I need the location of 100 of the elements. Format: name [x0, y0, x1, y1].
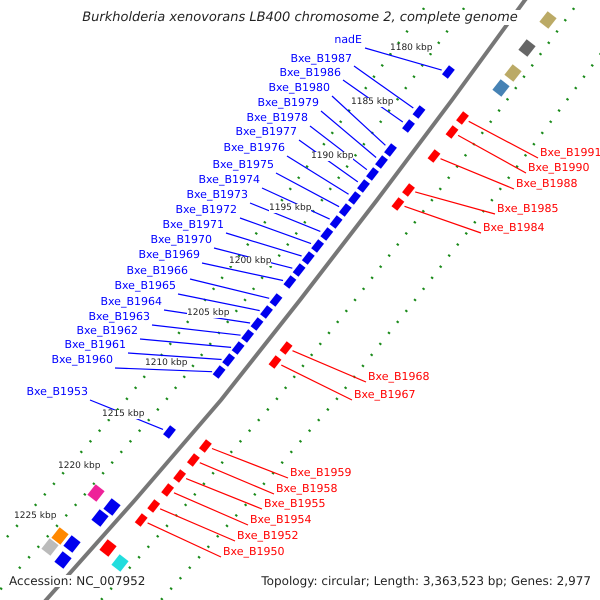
gene-label: Bxe_B1959 [290, 467, 352, 478]
gene-label: Bxe_B1985 [497, 203, 559, 214]
gene-block [426, 148, 442, 164]
gene-label: Bxe_B1958 [276, 483, 338, 494]
leader-line [286, 156, 349, 195]
gene-block [338, 202, 353, 218]
gene-block [240, 328, 255, 344]
leader-line [281, 364, 352, 401]
gene-block [356, 178, 371, 194]
leader-line [332, 96, 386, 146]
gene-block [230, 340, 246, 356]
gene-block [310, 238, 325, 254]
gene-block [268, 292, 284, 308]
gene-label: Bxe_B1976 [223, 142, 285, 153]
gene-label: Bxe_B1968 [368, 371, 430, 382]
gene-block [278, 340, 294, 356]
gene-block [212, 364, 226, 380]
scale-label: 1185 kbp [351, 98, 394, 107]
gene-block [198, 438, 213, 454]
scale-label: 1195 kbp [269, 204, 312, 213]
leader-line [202, 262, 284, 282]
gene-label: Bxe_B1990 [528, 162, 590, 173]
gene-label: Bxe_B1970 [150, 234, 212, 245]
gene-block [250, 316, 264, 332]
leader-line [415, 191, 496, 215]
leader-line [292, 350, 366, 383]
leader-line [226, 232, 302, 257]
gene-label: Bxe_B1950 [223, 546, 285, 557]
leader-line [128, 352, 222, 360]
gene-label: Bxe_B1987 [290, 53, 352, 64]
gene-block [374, 154, 389, 170]
scale-label: 1200 kbp [229, 257, 272, 266]
gene-label: Bxe_B1979 [257, 97, 319, 108]
gene-block [268, 354, 282, 370]
leader-line [160, 508, 236, 542]
gene-label: Bxe_B1962 [76, 325, 138, 336]
leader-line [174, 492, 248, 526]
scale-label: 1205 kbp [187, 309, 230, 318]
gene-label: Bxe_B1984 [483, 222, 545, 233]
gene-block [455, 110, 470, 126]
gene-label: Bxe_B1966 [126, 265, 188, 276]
leader-line [250, 202, 321, 232]
scale-label: 1215 kbp [102, 410, 144, 419]
gene-block [282, 274, 298, 290]
leader-line [276, 172, 340, 208]
gene-block [412, 104, 426, 120]
leader-line [310, 126, 368, 170]
gene-label: Bxe_B1977 [235, 126, 297, 137]
gene-label: Bxe_B1960 [51, 354, 113, 365]
leader-line [178, 293, 260, 312]
gene-block [441, 64, 456, 80]
leader-line [468, 120, 538, 159]
gene-label: Bxe_B1952 [237, 530, 299, 541]
gene-block [301, 250, 316, 266]
gene-block [186, 452, 201, 468]
gene-label: Bxe_B1972 [175, 204, 237, 215]
leader-line [458, 134, 526, 174]
gene-block [146, 498, 161, 514]
accession-text: Accession: NC_007952 [9, 575, 146, 587]
gene-block [401, 118, 416, 134]
gene-label: Bxe_B1971 [162, 219, 224, 230]
gene-label: Bxe_B1961 [64, 339, 126, 350]
gene-block [259, 304, 274, 320]
gene-block [162, 424, 177, 440]
gene-label: Bxe_B1954 [250, 514, 312, 525]
gene-label: Bxe_B1978 [246, 112, 308, 123]
leader-line [240, 217, 312, 244]
scale-label: 1180 kbp [390, 44, 432, 53]
gene-block [328, 214, 344, 230]
leader-line [152, 324, 241, 336]
scale-label: 1190 kbp [311, 152, 354, 161]
gene-label: Bxe_B1965 [114, 280, 176, 291]
leader-line [190, 278, 270, 299]
leader-line [404, 206, 482, 234]
gene-label: Bxe_B1964 [100, 296, 162, 307]
genome-info-text: Topology: circular; Length: 3,363,523 bp; Genes: 2,977 [261, 575, 591, 587]
leader-line [114, 367, 212, 372]
gene-label: Bxe_B1953 [26, 386, 88, 397]
leader-line [354, 66, 414, 108]
gene-label: Bxe_B1973 [186, 189, 248, 200]
leader-line [320, 110, 376, 158]
gene-block [390, 196, 406, 212]
gene-block [172, 468, 187, 484]
scale-label: 1225 kbp [14, 512, 56, 521]
gene-label: Bxe_B1975 [212, 159, 274, 170]
gene-block [347, 190, 362, 206]
gene-label: Bxe_B1967 [354, 389, 416, 400]
gene-label: Bxe_B1980 [268, 82, 330, 93]
gene-label: Bxe_B1988 [516, 178, 578, 189]
gene-block [221, 352, 236, 368]
gene-block [383, 142, 398, 158]
leader-line [200, 462, 274, 495]
gene-block [292, 262, 306, 278]
gene-label: Bxe_B1955 [264, 498, 326, 509]
scale-label: 1210 kbp [145, 359, 188, 368]
gene-block [444, 124, 460, 140]
leader-line [186, 478, 262, 510]
gene-label: Bxe_B1974 [198, 174, 260, 185]
gene-block [401, 182, 416, 198]
leader-line [147, 522, 222, 558]
